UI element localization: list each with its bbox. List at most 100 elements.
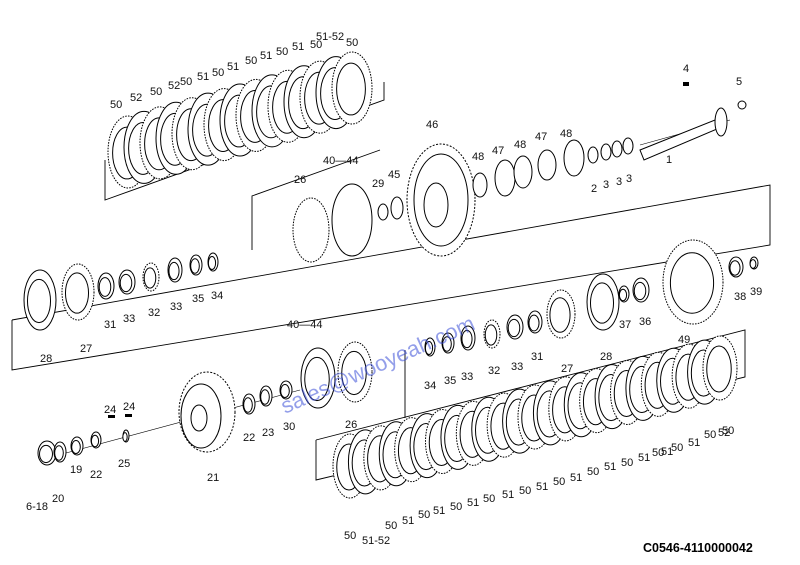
part-label: 51 bbox=[227, 61, 239, 73]
disc-26 bbox=[292, 197, 330, 263]
part-label: 50 bbox=[652, 447, 664, 459]
part-label: 5 bbox=[736, 76, 742, 88]
part-label: 3 bbox=[603, 179, 609, 191]
part-label: 28 bbox=[40, 353, 52, 365]
bottom-clutch-pack bbox=[332, 335, 738, 499]
snap-ring bbox=[494, 159, 516, 197]
part-label: 48 bbox=[560, 128, 572, 140]
part-label: 52 bbox=[130, 92, 142, 104]
ring-38 bbox=[728, 256, 744, 278]
part-label: 50 bbox=[553, 476, 565, 488]
part-label: 21 bbox=[207, 472, 219, 484]
frames bbox=[11, 82, 771, 481]
part-label: 3 bbox=[616, 176, 622, 188]
snap-ring bbox=[622, 137, 634, 155]
part-label: 51-52 bbox=[362, 535, 390, 547]
part-label: 48 bbox=[472, 151, 484, 163]
part-label: 34 bbox=[424, 380, 436, 392]
part-label: 4 bbox=[683, 63, 689, 75]
washer-6-18 bbox=[37, 440, 57, 466]
part-label: 50 bbox=[418, 509, 430, 521]
ring-28 bbox=[586, 273, 620, 331]
part-label: 50 bbox=[722, 425, 734, 437]
part-label: 35 bbox=[444, 375, 456, 387]
ring-33 bbox=[460, 325, 476, 351]
part-label: 27 bbox=[80, 343, 92, 355]
ring-30 bbox=[279, 380, 293, 400]
part-label: 50 bbox=[344, 530, 356, 542]
part-label: 26 bbox=[345, 419, 357, 431]
part-label: 52 bbox=[168, 80, 180, 92]
part-label: 19 bbox=[70, 464, 82, 476]
snap-ring bbox=[611, 140, 623, 158]
part-label: 50 bbox=[310, 39, 322, 51]
part-label: 50 bbox=[150, 86, 162, 98]
ring-35 bbox=[441, 332, 455, 354]
part-label: 36 bbox=[639, 316, 651, 328]
part-label: 35 bbox=[192, 293, 204, 305]
part-label: 47 bbox=[535, 131, 547, 143]
part-label: 2 bbox=[591, 183, 597, 195]
ring-37 bbox=[618, 285, 630, 303]
piston-27 bbox=[61, 263, 95, 321]
ring-33 bbox=[506, 314, 524, 340]
part-label: 50 bbox=[587, 466, 599, 478]
part-label: 51-52 bbox=[316, 31, 344, 43]
ring-34 bbox=[424, 337, 436, 357]
part-label: 34 bbox=[211, 290, 223, 302]
part-label: 50 bbox=[483, 493, 495, 505]
spring-32 bbox=[483, 319, 501, 349]
ring-33 bbox=[167, 257, 183, 283]
part-label: 37 bbox=[619, 319, 631, 331]
washer-20 bbox=[53, 441, 67, 463]
ring-40-44 bbox=[331, 183, 373, 257]
part-label: 51 bbox=[433, 505, 445, 517]
snap-ring bbox=[390, 196, 404, 220]
ring-22 bbox=[90, 431, 102, 449]
gear-46 bbox=[406, 143, 476, 257]
ring-19 bbox=[70, 436, 84, 456]
part-label: 50 bbox=[671, 442, 683, 454]
part-label: 51 bbox=[536, 481, 548, 493]
part-label: 1 bbox=[666, 154, 672, 166]
ring-40-44 bbox=[300, 347, 336, 409]
snap-ring bbox=[377, 203, 389, 221]
part-label: 50 bbox=[276, 46, 288, 58]
snap-ring bbox=[600, 143, 612, 161]
top-clutch-pack bbox=[107, 51, 373, 189]
part-label: 51 bbox=[638, 452, 650, 464]
part-label: 52 bbox=[718, 427, 730, 439]
part-label: 50 bbox=[346, 37, 358, 49]
part-label: 50 bbox=[180, 76, 192, 88]
ring-31 bbox=[527, 310, 543, 334]
ring-39 bbox=[749, 256, 759, 270]
ring-23 bbox=[259, 385, 273, 407]
ring-33 bbox=[118, 269, 136, 295]
part-label: 45 bbox=[388, 169, 400, 181]
ring-28 bbox=[23, 269, 57, 331]
lower-row-parts bbox=[37, 341, 373, 466]
pin-24 bbox=[108, 415, 115, 418]
part-label: 51 bbox=[197, 71, 209, 83]
ring-35 bbox=[189, 254, 203, 276]
part-label: 51 bbox=[260, 50, 272, 62]
part-label: 22 bbox=[243, 432, 255, 444]
part-label: 27 bbox=[561, 363, 573, 375]
top-snap-rings bbox=[292, 137, 634, 263]
part-label: 22 bbox=[90, 469, 102, 481]
part-label: 51 bbox=[502, 489, 514, 501]
ring-34 bbox=[207, 252, 219, 272]
part-label: 51 bbox=[467, 497, 479, 509]
ring-22 bbox=[242, 393, 256, 415]
part-label: 33 bbox=[123, 313, 135, 325]
snap-ring bbox=[587, 146, 599, 164]
spring-32 bbox=[142, 262, 160, 292]
part-label: 46 bbox=[426, 119, 438, 131]
part-label: 23 bbox=[262, 427, 274, 439]
part-label: 49 bbox=[678, 334, 690, 346]
part-label: 39 bbox=[750, 286, 762, 298]
part-label: 32 bbox=[488, 365, 500, 377]
